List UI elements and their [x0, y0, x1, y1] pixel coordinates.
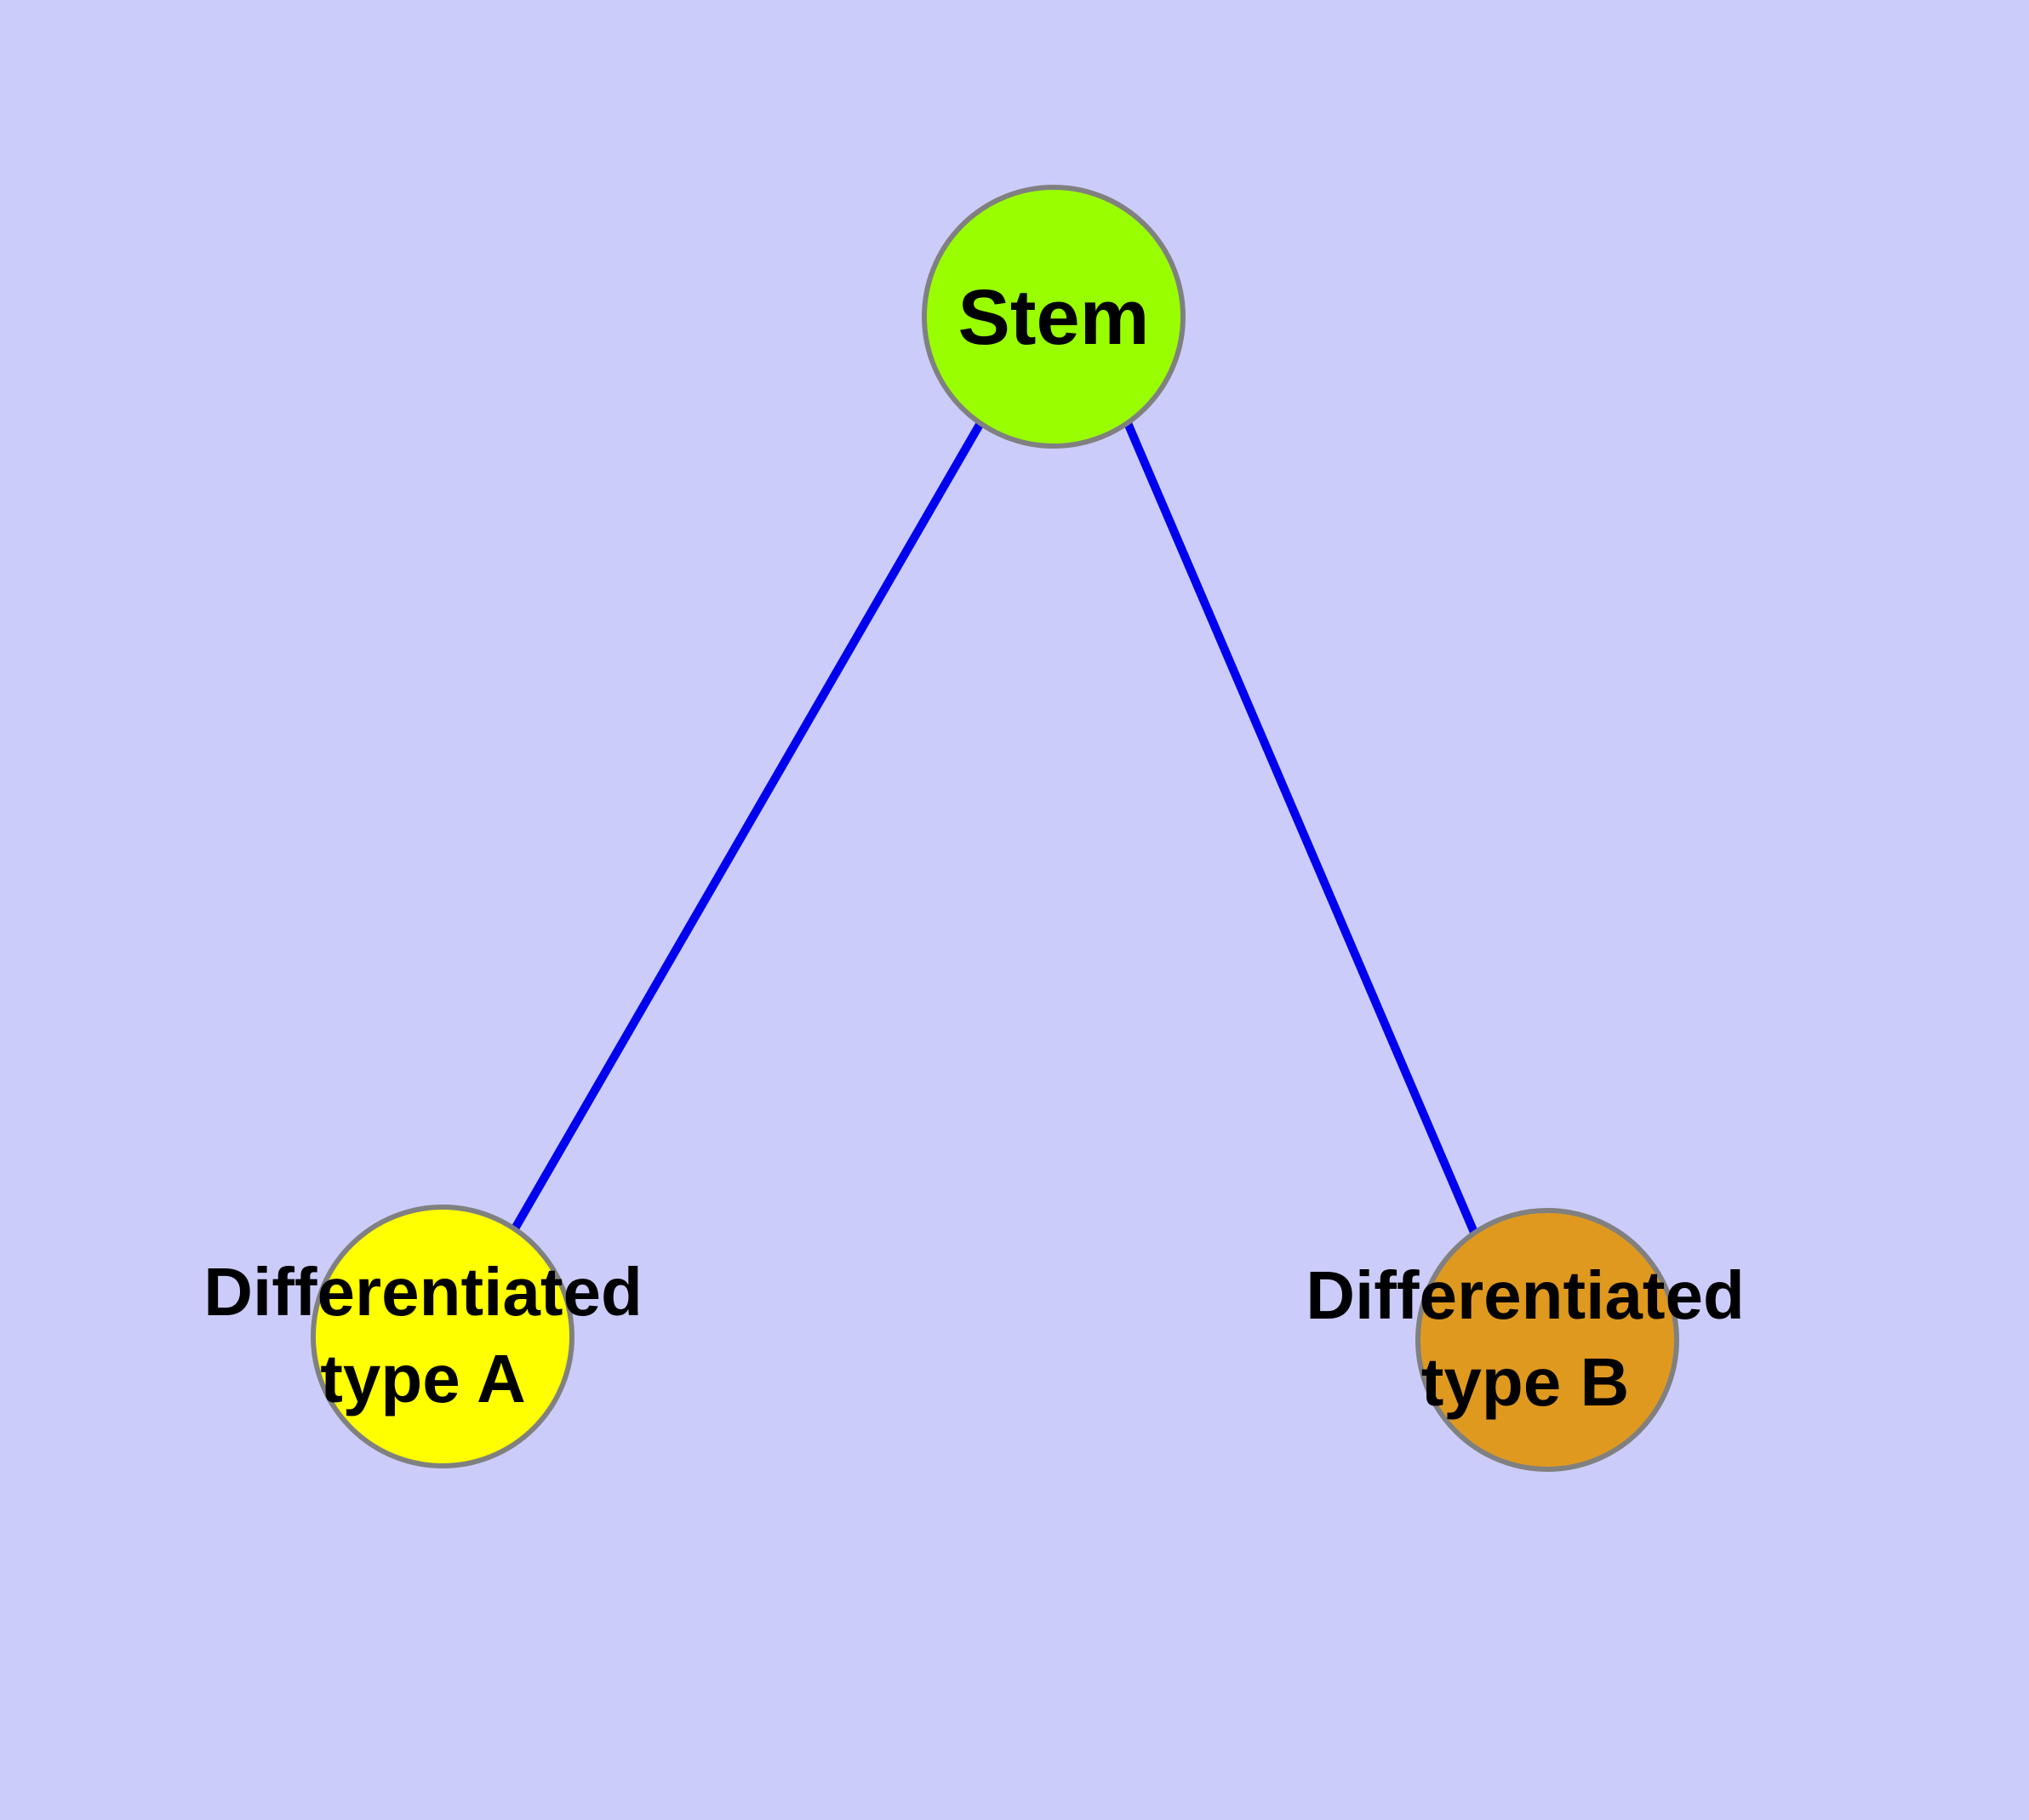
node-stem[interactable]: Stem	[922, 185, 1186, 449]
node-stem-circle[interactable]	[922, 185, 1186, 449]
node-label-line: type B	[1421, 1344, 1630, 1420]
node-label-line: Stem	[958, 274, 1150, 361]
node-differentiated-type-a[interactable]: Differentiated type A	[203, 1205, 643, 1468]
node-differentiated-type-b[interactable]: Differentiated type B	[1306, 1208, 1745, 1472]
edge-stem-to-differentiated-type-a[interactable]	[510, 421, 985, 1233]
node-differentiated-type-a-label: Differentiated type A	[203, 1254, 643, 1417]
edge-layer	[510, 421, 1479, 1236]
node-label-line: type A	[320, 1341, 526, 1417]
node-differentiated-type-b-circle[interactable]	[1415, 1208, 1679, 1472]
node-stem-label: Stem	[958, 274, 1150, 361]
node-layer: Stem Differentiated type A Differentiated…	[203, 185, 1745, 1472]
node-label-line: Differentiated	[1306, 1257, 1745, 1333]
node-differentiated-type-a-circle[interactable]	[311, 1205, 574, 1468]
edge-stem-to-differentiated-type-b[interactable]	[1123, 421, 1479, 1236]
node-label-line: Differentiated	[203, 1254, 643, 1330]
node-differentiated-type-b-label: Differentiated type B	[1306, 1257, 1745, 1420]
